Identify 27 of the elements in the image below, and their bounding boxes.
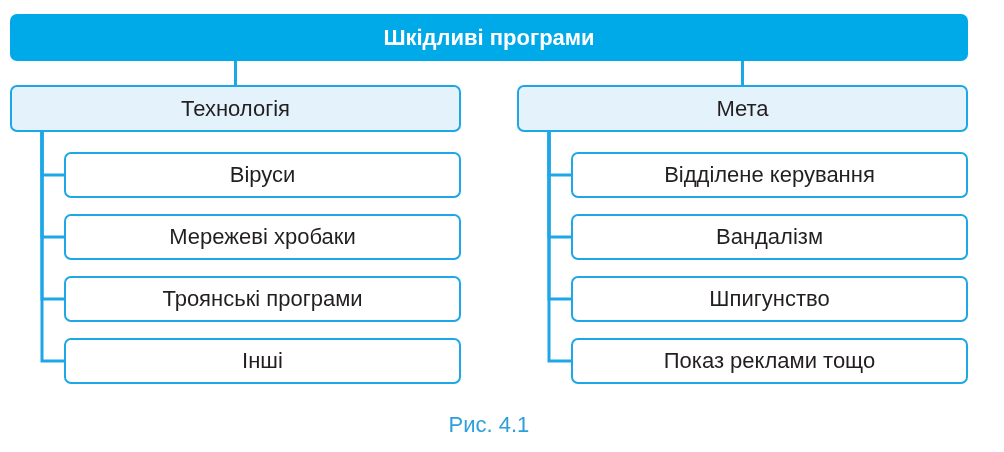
item-box <box>64 276 461 322</box>
node-label: Інші <box>242 348 283 374</box>
node-label: Показ реклами тощо <box>663 348 876 374</box>
title-bar <box>10 14 968 61</box>
item-box <box>571 214 968 260</box>
heading-text: Шкідливі програми <box>383 24 595 51</box>
category-box <box>517 85 968 132</box>
node-label: Шпигунство <box>709 286 830 312</box>
connector-line <box>741 61 744 85</box>
connector-line <box>547 132 571 363</box>
node-label: Вандалізм <box>715 224 824 250</box>
node-label: Віруси <box>229 162 296 188</box>
item-box <box>571 152 968 198</box>
node-label: Відділене керування <box>664 162 875 188</box>
figure-caption: Рис. 4.1 <box>448 412 530 438</box>
item-box <box>64 338 461 384</box>
connector-line <box>40 132 64 363</box>
node-label: Мережеві хробаки <box>169 224 356 250</box>
item-box <box>571 338 968 384</box>
item-box <box>64 214 461 260</box>
item-box <box>64 152 461 198</box>
item-box <box>571 276 968 322</box>
node-label: Мета <box>716 95 769 122</box>
node-label: Троянські програми <box>162 286 363 312</box>
category-box <box>10 85 461 132</box>
connector-line <box>234 61 237 85</box>
node-label: Технологія <box>181 95 290 122</box>
